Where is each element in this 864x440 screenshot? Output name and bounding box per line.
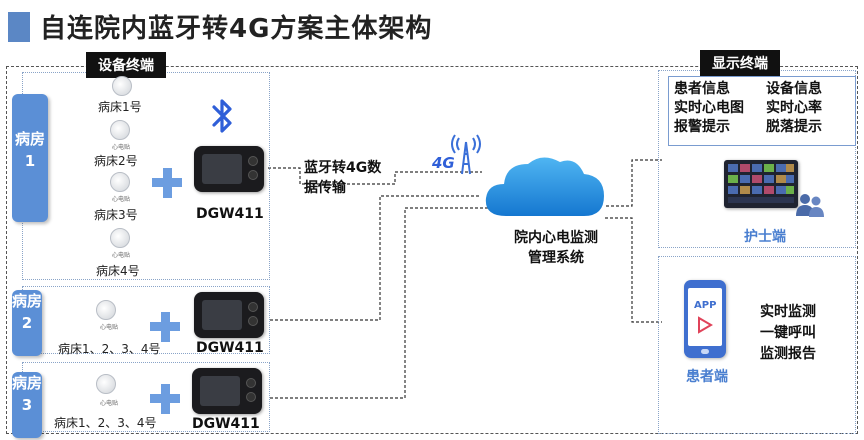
- ecg-patch-icon: [110, 120, 130, 140]
- room2-label: 病房 2: [12, 290, 42, 356]
- nurse-label: 护士端: [744, 229, 786, 245]
- transfer-description: 蓝牙转4G数 据传输: [304, 158, 381, 198]
- room1-name: 病房: [14, 130, 45, 148]
- sensor-caption: 心电贴: [112, 252, 131, 259]
- bluetooth-icon: [212, 99, 232, 133]
- cloud-icon: [485, 157, 604, 216]
- patient-display-box: [658, 256, 856, 434]
- title-accent-bar: [8, 12, 30, 42]
- room3-number: 3: [21, 396, 33, 414]
- ecg-patch-icon: [96, 300, 116, 320]
- app-badge: APP: [694, 300, 717, 311]
- system-name: 院内心电监测 管理系统: [514, 228, 598, 268]
- cell-tower-icon: [451, 134, 481, 175]
- plus-icon: [161, 384, 170, 414]
- info-patient: 患者信息: [674, 81, 730, 97]
- ecg-patch-icon: [96, 374, 116, 394]
- ecg-patch-icon: [112, 76, 132, 96]
- nurse-info-right: 设备信息 实时心率 脱落提示: [766, 80, 822, 137]
- dgw411-device-room3: [192, 368, 262, 414]
- nurse-monitor-icon: [724, 160, 798, 208]
- sensor-caption: 心电贴: [112, 144, 131, 151]
- display-section-label: 显示终端: [700, 50, 780, 76]
- room2-beds-label: 病床1、2、3、4号: [58, 342, 161, 356]
- ecg-patch-icon: [110, 172, 130, 192]
- room3-beds-label: 病床1、2、3、4号: [54, 416, 157, 430]
- room1-bed1-label: 病床1号: [98, 100, 142, 114]
- room1-bed3-label: 病床3号: [94, 208, 138, 222]
- line-cloud-to-patient: [605, 217, 662, 323]
- info-device: 设备信息: [766, 81, 822, 97]
- feature-report: 监测报告: [760, 346, 816, 362]
- play-icon: [698, 316, 713, 334]
- transfer-text-line2: 据传输: [304, 180, 346, 196]
- room2-number: 2: [21, 314, 33, 332]
- info-realtime-ecg: 实时心电图: [674, 100, 744, 116]
- device-model-room1: DGW411: [196, 206, 264, 222]
- line-room1-to-cloud: [268, 167, 482, 185]
- plus-icon: [163, 168, 172, 198]
- dgw411-device-room1: [194, 146, 264, 192]
- room3-name: 病房: [12, 374, 43, 392]
- phone-icon: [684, 280, 726, 358]
- room1-bed4-label: 病床4号: [96, 264, 140, 278]
- room1-label: 病房 1: [12, 94, 48, 222]
- info-alarm: 报警提示: [674, 119, 730, 135]
- dgw411-device-room2: [194, 292, 264, 338]
- ecg-patch-icon: [110, 228, 130, 248]
- patient-label: 患者端: [686, 369, 728, 385]
- line-cloud-to-nurse: [606, 159, 662, 207]
- page-title: 自连院内蓝牙转4G方案主体架构: [40, 14, 433, 44]
- network-badge: 4G: [432, 154, 455, 172]
- info-detach: 脱落提示: [766, 119, 822, 135]
- feature-one-key-call: 一键呼叫: [760, 325, 816, 341]
- sensor-caption: 心电贴: [100, 400, 119, 407]
- room2-name: 病房: [12, 292, 43, 310]
- system-name-line2: 管理系统: [528, 250, 584, 266]
- info-heart-rate: 实时心率: [766, 100, 822, 116]
- sensor-caption: 心电贴: [100, 324, 119, 331]
- nurse-users-icon: [796, 194, 824, 217]
- sensor-caption: 心电贴: [112, 196, 131, 203]
- patient-features: 实时监测 一键呼叫 监测报告: [760, 302, 816, 365]
- device-model-room3: DGW411: [192, 416, 260, 432]
- plus-icon: [161, 312, 170, 342]
- nurse-info-left: 患者信息 实时心电图 报警提示: [674, 80, 744, 137]
- system-name-line1: 院内心电监测: [514, 230, 598, 246]
- room1-bed2-label: 病床2号: [94, 154, 138, 168]
- line-room3-to-cloud: [270, 207, 500, 399]
- feature-realtime-monitor: 实时监测: [760, 304, 816, 320]
- device-model-room2: DGW411: [196, 340, 264, 356]
- transfer-text-line1: 蓝牙转4G数: [304, 160, 382, 176]
- nurse-info-panel: [668, 76, 856, 146]
- room1-number: 1: [24, 152, 36, 170]
- device-section-label: 设备终端: [86, 52, 166, 78]
- outer-frame: [6, 66, 858, 434]
- line-room2-to-cloud: [270, 195, 480, 321]
- room3-label: 病房 3: [12, 372, 42, 438]
